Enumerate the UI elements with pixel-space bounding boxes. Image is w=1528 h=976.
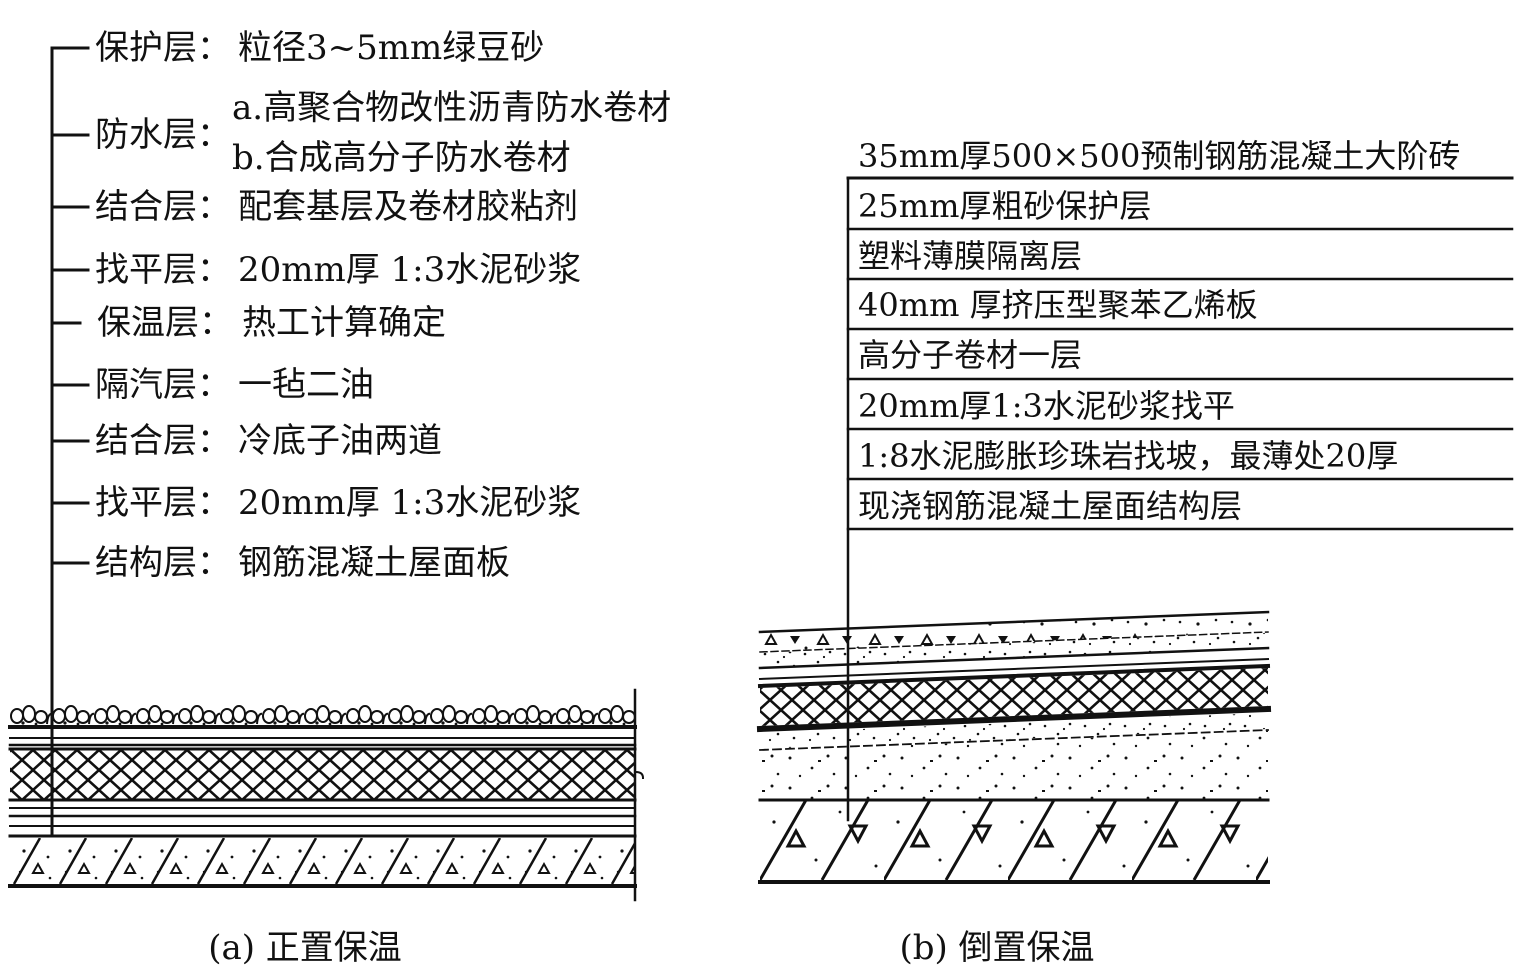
diagram-a-section xyxy=(8,688,645,902)
layer-label: 25mm厚粗砂保护层 xyxy=(858,187,1151,225)
layer-desc: 20mm厚 1:3水泥砂浆 xyxy=(238,250,581,290)
sand-layer xyxy=(760,633,1268,667)
structural-slab-layer xyxy=(760,801,1268,880)
layer-label: 防水层： xyxy=(95,115,231,155)
diagram-b-table xyxy=(846,176,1514,822)
layer-label: 隔汽层： xyxy=(95,365,231,405)
concrete-slab-layer xyxy=(10,838,635,884)
layer-label: 高分子卷材一层 xyxy=(858,336,1082,374)
layer-label: 保护层： xyxy=(95,28,231,68)
break-mark xyxy=(634,770,645,780)
layer-line xyxy=(757,663,1271,689)
layer-label: 找平层： xyxy=(95,250,231,290)
xps-insulation-layer xyxy=(760,668,1268,726)
layer-line xyxy=(758,657,1270,681)
diagram-a-labels: 保护层： 粒径3~5mm绿豆砂 防水层： a.高聚合物改性沥青防水卷材 b.合成… xyxy=(95,28,671,583)
gravel-layer xyxy=(10,700,635,726)
caption-a: (a) 正置保温 xyxy=(208,928,402,968)
layer-label: 1:8水泥膨胀珍珠岩找坡，最薄处20厚 xyxy=(858,437,1398,475)
caption-b: (b) 倒置保温 xyxy=(899,928,1094,968)
diagram-b-labels: 35mm厚500×500预制钢筋混凝土大阶砖 25mm厚粗砂保护层 塑料薄膜隔离… xyxy=(858,137,1460,525)
layer-line xyxy=(758,610,1270,634)
layer-label: 找平层： xyxy=(95,483,231,523)
layer-option: a.高聚合物改性沥青防水卷材 xyxy=(232,88,671,128)
layer-label: 结构层： xyxy=(95,543,231,583)
layer-label: 40mm 厚挤压型聚苯乙烯板 xyxy=(858,286,1258,324)
layer-line xyxy=(759,729,1269,751)
diagram-b-section xyxy=(756,610,1272,884)
layer-desc: 粒径3~5mm绿豆砂 xyxy=(238,28,544,68)
layer-desc: 热工计算确定 xyxy=(242,303,446,343)
paver-layer xyxy=(760,612,1268,652)
membrane-line xyxy=(756,705,1272,733)
layer-desc: 冷底子油两道 xyxy=(238,421,442,461)
layer-label: 塑料薄膜隔离层 xyxy=(858,237,1082,275)
layer-desc: 配套基层及卷材胶粘剂 xyxy=(238,187,578,227)
layer-label: 35mm厚500×500预制钢筋混凝土大阶砖 xyxy=(858,137,1460,175)
layer-option: b.合成高分子防水卷材 xyxy=(232,138,571,178)
layer-desc: 一毡二油 xyxy=(238,365,374,405)
insulation-layer xyxy=(10,749,635,800)
pearl-rock-slope-layer xyxy=(760,731,1268,799)
layer-label: 20mm厚1:3水泥砂浆找平 xyxy=(858,387,1235,425)
layer-desc: 钢筋混凝土屋面板 xyxy=(238,543,510,583)
diagram-b: 35mm厚500×500预制钢筋混凝土大阶砖 25mm厚粗砂保护层 塑料薄膜隔离… xyxy=(756,137,1514,968)
layer-label: 结合层： xyxy=(95,421,231,461)
mortar-layer xyxy=(760,713,1268,749)
layer-label: 结合层： xyxy=(95,187,231,227)
layer-label: 现浇钢筋混凝土屋面结构层 xyxy=(858,487,1242,525)
layer-line xyxy=(758,646,1270,670)
layer-line xyxy=(759,631,1269,653)
diagram-a: 保护层： 粒径3~5mm绿豆砂 防水层： a.高聚合物改性沥青防水卷材 b.合成… xyxy=(8,28,671,968)
layer-label: 保温层： xyxy=(97,303,233,343)
layer-desc: 20mm厚 1:3水泥砂浆 xyxy=(238,483,581,523)
